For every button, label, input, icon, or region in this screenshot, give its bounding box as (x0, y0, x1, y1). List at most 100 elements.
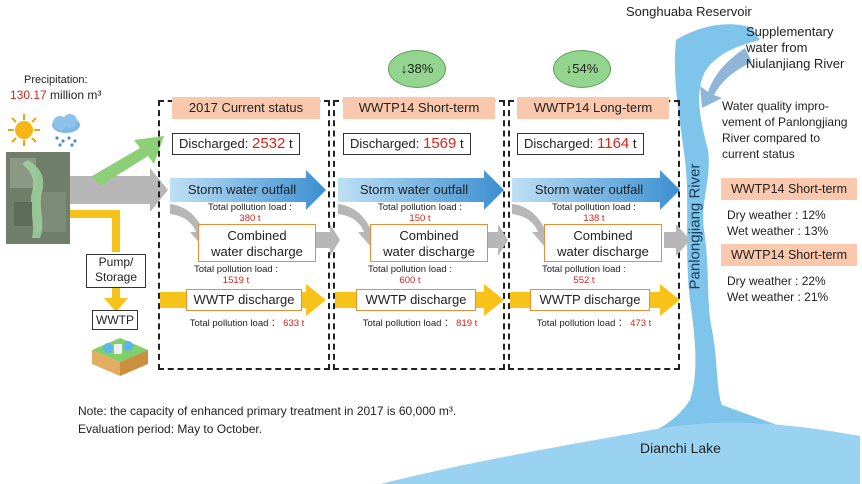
wwtp-plant-icon (92, 338, 148, 376)
combined-load-value: 600 t (399, 275, 421, 286)
precipitation-value: 130.17 (10, 88, 47, 102)
storm-arrow-short (338, 170, 504, 210)
rain-cloud-icon (52, 114, 80, 147)
wwtp-load-value: 819 t (456, 318, 478, 329)
reduction-badge-short-term: ↓38% (388, 50, 446, 88)
combined-line1: Combined (227, 228, 287, 243)
storm-label-long-term: Storm water outfall (534, 182, 644, 197)
wwtp-load-label: Total pollution load ： (189, 318, 281, 329)
discharged-short-term: Discharged: 1569 t (343, 133, 471, 155)
pump-storage-box: Pump/ Storage (86, 254, 146, 288)
sun-icon (8, 114, 40, 146)
combined-arrow-long-out (664, 224, 690, 256)
combined-load-value: 1519 t (222, 275, 250, 286)
improvement-title: Water quality impro- vement of Panlongji… (722, 98, 847, 162)
improvement-wet-1: Wet weather : 13% (727, 224, 829, 238)
discharged-label: Discharged: (350, 136, 420, 151)
storm-load-label: Total pollution load : (208, 202, 292, 213)
discharged-unit: t (632, 136, 637, 151)
discharged-value: 1569 (423, 135, 457, 152)
improvement-wet-2: Wet weather : 21% (727, 290, 829, 304)
combined-load-label: Total pollution load : (542, 264, 626, 275)
lake-shape (380, 422, 860, 484)
note-line-1: Note: the capacity of enhanced primary t… (78, 404, 457, 418)
storm-arrow-long (512, 170, 680, 210)
wwtp-load-value: 473 t (630, 318, 652, 329)
discharged-unit: t (460, 136, 464, 151)
wwtp-discharge-box-short-term: WWTP discharge (356, 289, 476, 311)
wwtp-load-long-term: Total pollution load ： 473 t (514, 318, 674, 329)
supplementary-line1: Supplementary (746, 24, 834, 39)
discharged-label: Discharged: (524, 136, 594, 151)
discharged-value: 2532 (252, 135, 286, 152)
precipitation-amount: 130.17 million m³ (10, 88, 101, 102)
wwtp-discharge-box-current: WWTP discharge (186, 289, 302, 311)
pump-storage-line1: Pump/ (98, 255, 134, 269)
green-flow-arrow (92, 136, 164, 186)
combined-load-short-term: Total pollution load : 600 t (350, 264, 470, 286)
combined-load-label: Total pollution load : (368, 264, 452, 275)
storm-load-label: Total pollution load : (378, 202, 462, 213)
wwtp-load-value: 633 t (283, 318, 305, 329)
wwtp-load-label: Total pollution load ： (362, 318, 454, 329)
storm-label-short-term: Storm water outfall (359, 182, 469, 197)
precipitation-label: Precipitation: (24, 74, 88, 86)
combined-line2: water discharge (383, 244, 475, 259)
wwtp-load-label: Total pollution load ： (536, 318, 628, 329)
improvement-group-header-2: WWTP14 Short-term (721, 244, 857, 266)
precipitation-unit: million m³ (50, 88, 102, 102)
discharged-unit: t (289, 136, 293, 151)
scenario-header-current: 2017 Current status (172, 97, 320, 119)
yellow-down-arrow (70, 210, 120, 252)
discharged-current: Discharged: 2532 t (172, 133, 300, 155)
reservoir-label: Songhuaba Reservoir (626, 4, 752, 19)
note-line-2: Evaluation period: May to October. (78, 422, 263, 436)
storm-label-current: Storm water outfall (187, 182, 297, 197)
combined-load-label: Total pollution load : (194, 264, 278, 275)
combined-box-short-term: Combined water discharge (370, 224, 488, 262)
lake-label: Dianchi Lake (640, 440, 721, 456)
notes: Note: the capacity of enhanced primary t… (78, 402, 456, 438)
supplementary-line2: water from (746, 40, 808, 55)
storm-load-label: Total pollution load : (552, 202, 636, 213)
scenario-header-long-term: WWTP14 Long-term (517, 97, 669, 119)
pump-storage-line2: Storage (94, 270, 138, 284)
storm-load-value: 380 t (239, 213, 261, 224)
improvement-group-header-1: WWTP14 Short-term (721, 178, 857, 200)
combined-load-long-term: Total pollution load : 552 t (524, 264, 644, 286)
combined-arrow-short-out (488, 224, 508, 256)
improvement-dry-2: Dry weather : 22% (727, 274, 826, 288)
improvement-title-line2: vement of Panlongjiang (722, 115, 848, 129)
scenario-header-short-term: WWTP14 Short-term (343, 97, 495, 119)
combined-box-current: Combined water discharge (198, 224, 316, 262)
wwtp-box: WWTP (92, 310, 138, 330)
improvement-title-line4: current status (722, 147, 795, 161)
storm-load-current: Total pollution load : 380 t (190, 202, 310, 224)
storm-load-long-term: Total pollution load : 138 t (534, 202, 654, 224)
supplementary-water-label: Supplementary water from Niulanjiang Riv… (746, 24, 844, 72)
combined-line2: water discharge (557, 244, 649, 259)
wwtp-discharge-box-long-term: WWTP discharge (530, 289, 650, 311)
improvement-title-line3: River compared to (722, 131, 821, 145)
combined-line1: Combined (573, 228, 633, 243)
discharged-label: Discharged: (179, 136, 249, 151)
combined-box-long-term: Combined water discharge (544, 224, 662, 262)
catchment-map-image (6, 152, 70, 244)
combined-load-value: 552 t (573, 275, 595, 286)
wwtp-load-short-term: Total pollution load ： 819 t (340, 318, 500, 329)
improvement-dry-1: Dry weather : 12% (727, 208, 826, 222)
storm-load-value: 150 t (409, 213, 431, 224)
river-name-label: Panlongjiang River (686, 163, 704, 290)
supplementary-line3: Niulanjiang River (746, 56, 845, 71)
combined-arrow-current-out (316, 224, 340, 256)
storm-load-short-term: Total pollution load : 150 t (360, 202, 480, 224)
improvement-title-line1: Water quality impro- (722, 99, 829, 113)
supplementary-inflow-arrow (700, 48, 752, 108)
storm-arrow-current (170, 170, 326, 210)
reduction-badge-long-term: ↓54% (553, 50, 611, 88)
discharged-long-term: Discharged: 1164 t (517, 133, 644, 155)
wwtp-load-current: Total pollution load ： 633 t (172, 318, 322, 329)
discharged-value: 1164 (597, 135, 630, 152)
